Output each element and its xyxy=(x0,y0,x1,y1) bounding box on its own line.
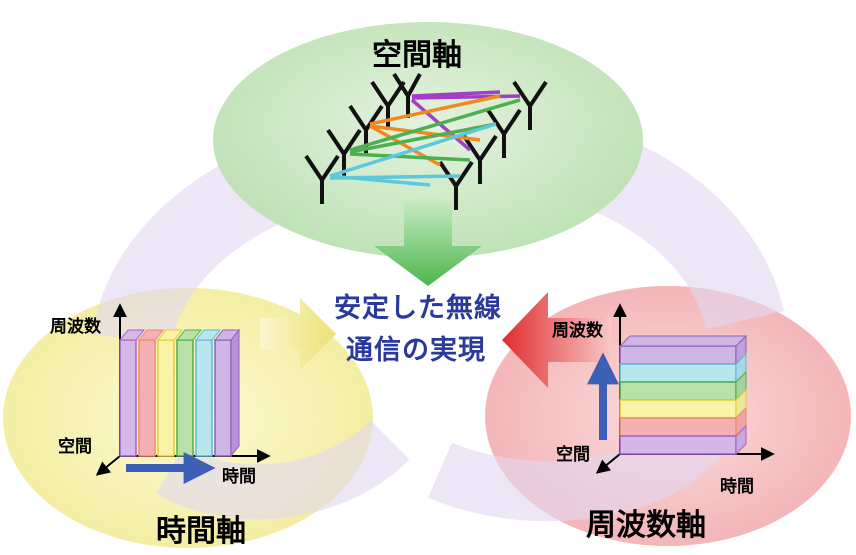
frequency-division-block xyxy=(587,303,775,474)
left-space-label: 空間 xyxy=(58,437,92,457)
right-time-label: 時間 xyxy=(720,477,754,497)
green-down-arrow xyxy=(374,200,482,286)
frequency-axis-title: 周波数軸 xyxy=(586,508,706,543)
yellow-right-arrow xyxy=(260,298,336,370)
antenna-icon xyxy=(486,108,522,158)
space-axis-title: 空間軸 xyxy=(372,38,462,73)
signal-beams xyxy=(329,90,521,187)
center-text-line1: 安定した無線 xyxy=(334,293,502,324)
time-axis-title: 時間軸 xyxy=(156,514,246,549)
antenna-group-left xyxy=(304,72,422,204)
antenna-icon xyxy=(438,160,474,210)
center-text-line2: 通信の実現 xyxy=(346,335,486,366)
left-time-label: 時間 xyxy=(222,467,256,487)
red-left-arrow xyxy=(502,292,612,388)
time-division-block xyxy=(95,303,271,484)
antenna-icon xyxy=(462,134,498,184)
antenna-icon xyxy=(512,80,548,130)
right-space-label: 空間 xyxy=(556,445,590,465)
left-frequency-label: 周波数 xyxy=(50,317,101,337)
antenna-icon xyxy=(326,128,362,178)
right-frequency-label: 周波数 xyxy=(552,321,603,341)
antenna-group-right xyxy=(438,80,548,210)
antenna-icon xyxy=(370,80,406,130)
antenna-icon xyxy=(304,154,340,204)
